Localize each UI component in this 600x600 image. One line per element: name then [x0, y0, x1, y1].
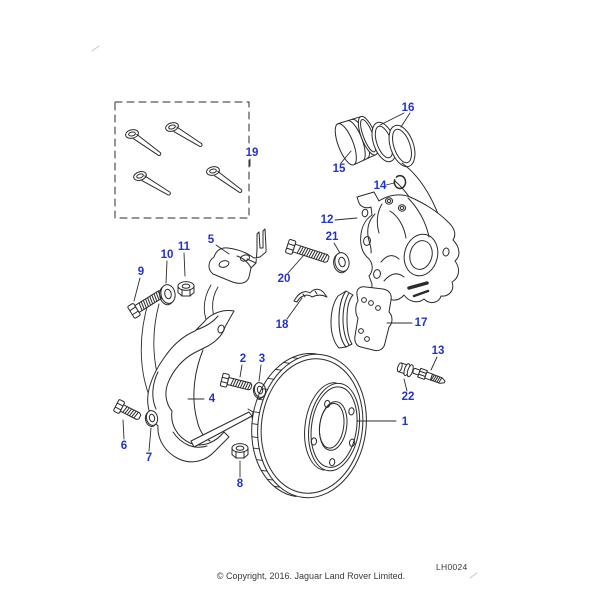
- anti-rattle-clip: [293, 288, 328, 303]
- shield-bolt-lower: [113, 399, 142, 420]
- callout-16[interactable]: 16: [402, 102, 415, 114]
- disc-vent-ticks: [251, 357, 299, 488]
- callout-13[interactable]: 13: [432, 345, 445, 357]
- hose-bracket: [208, 228, 267, 284]
- bleed-screw: [412, 367, 446, 384]
- leader-lines: [122, 112, 438, 478]
- callout-15[interactable]: 15: [333, 163, 346, 175]
- caliper-piston: [334, 115, 379, 166]
- callout-2[interactable]: 2: [240, 353, 246, 365]
- callout-7[interactable]: 7: [146, 452, 152, 464]
- callout-3[interactable]: 3: [259, 353, 265, 365]
- brake-caliper: [356, 162, 460, 304]
- callout-4[interactable]: 4: [209, 393, 216, 405]
- brake-pads: [330, 286, 393, 352]
- guide-bolt-washer: [333, 252, 350, 274]
- shield-bolt-upper: [219, 372, 253, 391]
- dust-shield: [147, 310, 254, 463]
- bracket-nut: [177, 281, 195, 297]
- crop-marks: [91, 45, 478, 579]
- bleed-screw-cap: [396, 362, 414, 378]
- cotter-pin-kit-box: [114, 101, 250, 219]
- callout-21[interactable]: 21: [326, 231, 339, 243]
- bracket-bolt: [127, 290, 165, 319]
- bracket-washer: [159, 284, 176, 306]
- callout-5[interactable]: 5: [208, 234, 215, 246]
- callout-20[interactable]: 20: [278, 273, 291, 285]
- callout-1[interactable]: 1: [402, 416, 409, 428]
- shield-washer-lower: [144, 410, 159, 427]
- callout-9[interactable]: 9: [138, 266, 144, 278]
- shield-nut: [231, 443, 249, 459]
- caliper-guide-bolt: [285, 239, 330, 263]
- drawing-code: LH0024: [436, 562, 468, 572]
- callout-17[interactable]: 17: [415, 317, 428, 329]
- callout-18[interactable]: 18: [276, 319, 289, 331]
- retaining-clip: [393, 174, 407, 190]
- callout-10[interactable]: 10: [161, 249, 174, 261]
- callout-11[interactable]: 11: [178, 241, 191, 253]
- piston-seal-rings: [371, 121, 416, 168]
- brake-disc: [251, 352, 367, 499]
- callout-8[interactable]: 8: [237, 478, 244, 490]
- callout-19[interactable]: 19: [246, 147, 259, 159]
- callout-14[interactable]: 14: [374, 180, 387, 192]
- callout-6[interactable]: 6: [121, 440, 127, 452]
- callout-22[interactable]: 22: [402, 391, 415, 403]
- callout-12[interactable]: 12: [321, 214, 334, 226]
- copyright-notice: © Copyright, 2016. Jaguar Land Rover Lim…: [216, 571, 406, 581]
- wheel-stud-holes: [310, 399, 356, 467]
